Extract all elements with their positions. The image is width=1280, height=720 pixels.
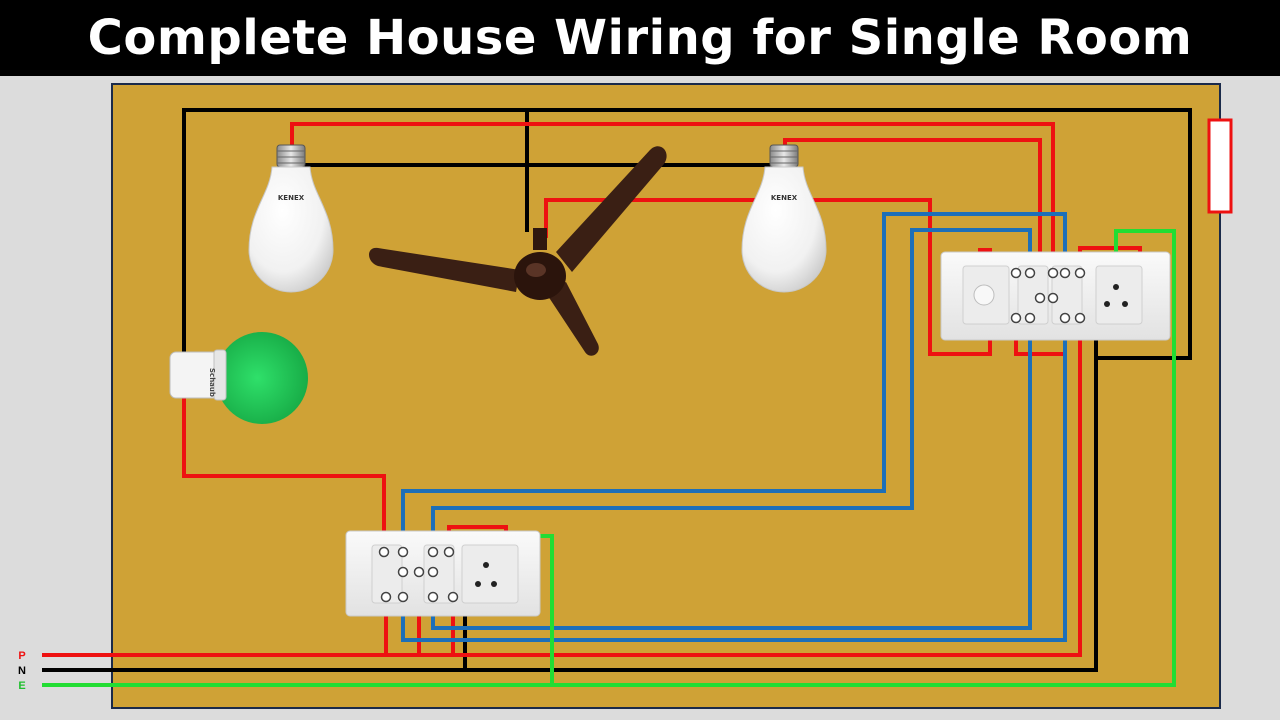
ceiling-fan	[369, 146, 667, 356]
switchboard-1	[940, 251, 1171, 341]
terminals	[1010, 267, 1086, 324]
regulator-knob[interactable]	[973, 284, 995, 306]
page-title: Complete House Wiring for Single Room	[87, 10, 1193, 66]
switchboard-2	[345, 530, 541, 617]
phase-label: P	[18, 650, 25, 662]
title-bar: Complete House Wiring for Single Room	[0, 0, 1280, 76]
bulb-brand-label: KENEX	[278, 194, 305, 202]
night-bulb: Schaub	[169, 332, 308, 424]
terminals	[378, 546, 459, 603]
earth-label: E	[18, 680, 25, 692]
socket-2[interactable]	[461, 544, 519, 604]
socket-1[interactable]	[1095, 265, 1143, 325]
night-bulb-brand-label: Schaub	[208, 368, 216, 397]
neutral-label: N	[18, 665, 26, 677]
bulb-1: KENEX	[248, 144, 334, 293]
switch-2b[interactable]	[423, 544, 455, 604]
switch-1a[interactable]	[1017, 265, 1049, 325]
bulb-brand-label: KENEX	[771, 194, 798, 202]
fuse-unit	[1207, 118, 1233, 214]
bulb-2: KENEX	[741, 144, 827, 293]
